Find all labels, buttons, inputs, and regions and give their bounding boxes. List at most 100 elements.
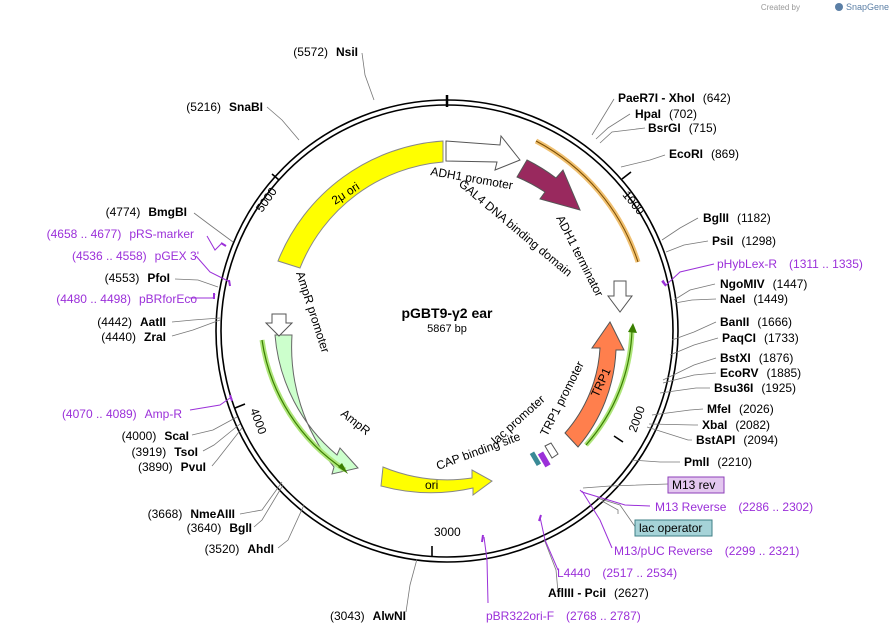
- label-adh1-terminator: ADH1 terminator: [553, 213, 606, 299]
- site-banii[interactable]: BanII(1666): [720, 315, 792, 329]
- site-bstxi[interactable]: BstXI(1876): [720, 351, 793, 365]
- svg-text:(4070 .. 4089)Amp-R: (4070 .. 4089)Amp-R: [62, 407, 182, 421]
- site-bmgbi[interactable]: (4774)BmgBI: [106, 205, 187, 219]
- plasmid-name: pGBT9-γ2 ear: [401, 305, 493, 321]
- svg-text:EcoRI(869): EcoRI(869): [669, 147, 739, 161]
- site-paer7i-xhoi[interactable]: PaeR7I - XhoI(642): [618, 91, 731, 105]
- svg-text:(3043)AlwNI: (3043)AlwNI: [330, 609, 406, 623]
- feature-trp1[interactable]: [564, 321, 625, 448]
- tick-1000: 1000: [620, 188, 648, 218]
- backbone-ticks: [234, 95, 632, 556]
- primer-pbr322ori-f[interactable]: pBR322ori-F(2768 .. 2787): [486, 609, 641, 623]
- feature-2u-ori[interactable]: [277, 140, 444, 269]
- feature-lac-promoter[interactable]: [537, 451, 551, 468]
- svg-text:(4442)AatII: (4442)AatII: [97, 315, 166, 329]
- snapgene-logo-icon: [835, 3, 843, 11]
- svg-text:M13/pUC Reverse(2299 .. 2321): M13/pUC Reverse(2299 .. 2321): [614, 544, 799, 558]
- site-ahdi[interactable]: (3520)AhdI: [205, 542, 274, 556]
- svg-text:MfeI(2026): MfeI(2026): [707, 402, 774, 416]
- svg-text:(3890)PvuI: (3890)PvuI: [138, 460, 206, 474]
- feature-box-lac-operator[interactable]: lac operator: [634, 519, 713, 537]
- label-ampr-promoter: AmpR promoter: [293, 270, 332, 355]
- feature-adh1-terminator[interactable]: [607, 280, 633, 313]
- svg-text:NgoMIV(1447): NgoMIV(1447): [720, 277, 807, 291]
- svg-text:(5572)NsiI: (5572)NsiI: [293, 45, 358, 59]
- site-nsii[interactable]: (5572)NsiI: [293, 45, 358, 59]
- site-zrai[interactable]: (4440)ZraI: [101, 330, 166, 344]
- feature-gal4-orf-line: [535, 140, 639, 263]
- svg-text:(4553)PfoI: (4553)PfoI: [105, 271, 170, 285]
- svg-text:(3668)NmeAIII: (3668)NmeAIII: [148, 507, 235, 521]
- feature-cap-binding-site[interactable]: [529, 451, 542, 467]
- svg-text:BanII(1666): BanII(1666): [720, 315, 792, 329]
- site-aatii[interactable]: (4442)AatII: [97, 315, 166, 329]
- svg-text:PaeR7I - XhoI(642): PaeR7I - XhoI(642): [618, 91, 731, 105]
- site-ecorv[interactable]: EcoRV(1885): [720, 366, 801, 380]
- label-ori: ori: [425, 478, 438, 492]
- site-mfei[interactable]: MfeI(2026): [707, 402, 774, 416]
- svg-text:PaqCI(1733): PaqCI(1733): [722, 331, 799, 345]
- svg-text:M13 rev: M13 rev: [672, 478, 715, 492]
- site-snabi[interactable]: (5216)SnaBI: [186, 100, 263, 114]
- svg-text:pBR322ori-F(2768 .. 2787): pBR322ori-F(2768 .. 2787): [486, 609, 641, 623]
- site-xbai[interactable]: XbaI(2082): [702, 418, 770, 432]
- primer-prs-marker[interactable]: (4658 .. 4677)pRS-marker: [47, 227, 194, 241]
- site-ecori[interactable]: EcoRI(869): [669, 147, 739, 161]
- primer-m13-reverse[interactable]: M13 Reverse(2286 .. 2302): [655, 500, 813, 514]
- feature-ampr[interactable]: [274, 334, 359, 475]
- primer-l4440[interactable]: L4440(2517 .. 2534): [557, 566, 677, 580]
- feature-gal4[interactable]: [516, 159, 581, 211]
- svg-text:M13 Reverse(2286 .. 2302): M13 Reverse(2286 .. 2302): [655, 500, 813, 514]
- credit-prefix: Created by: [761, 3, 800, 12]
- svg-text:PsiI(1298): PsiI(1298): [712, 234, 776, 248]
- site-alwni[interactable]: (3043)AlwNI: [330, 609, 406, 623]
- feature-ori[interactable]: [380, 466, 493, 496]
- site-hpai[interactable]: HpaI(702): [635, 107, 697, 121]
- svg-text:BsrGI(715): BsrGI(715): [648, 121, 717, 135]
- primer-phyblex-r[interactable]: pHybLex-R(1311 .. 1335): [717, 257, 863, 271]
- label-ampr: AmpR: [338, 406, 373, 438]
- site-pvui[interactable]: (3890)PvuI: [138, 460, 206, 474]
- site-paqci[interactable]: PaqCI(1733): [722, 331, 799, 345]
- trp1-orf-arrowhead: [628, 323, 637, 333]
- svg-text:(4440)ZraI: (4440)ZraI: [101, 330, 166, 344]
- site-bstapi[interactable]: BstAPI(2094): [696, 433, 778, 447]
- site-pfoi[interactable]: (4553)PfoI: [105, 271, 170, 285]
- site-bsrgi[interactable]: BsrGI(715): [648, 121, 717, 135]
- svg-text:XbaI(2082): XbaI(2082): [702, 418, 770, 432]
- feature-box-m13-rev[interactable]: M13 rev: [667, 476, 725, 494]
- site-tsoi[interactable]: (3919)TsoI: [132, 445, 198, 459]
- primer-pbrforeco[interactable]: (4480 .. 4498)pBRforEco: [56, 292, 197, 306]
- svg-text:PmlI(2210): PmlI(2210): [684, 455, 752, 469]
- svg-text:NaeI(1449): NaeI(1449): [720, 292, 788, 306]
- svg-text:(4658 .. 4677)pRS-marker: (4658 .. 4677)pRS-marker: [47, 227, 194, 241]
- leader-lines-right: [543, 98, 719, 593]
- primer-ticks: [213, 242, 667, 543]
- tick-3000: 3000: [434, 525, 461, 539]
- primer-m13-puc-reverse[interactable]: M13/pUC Reverse(2299 .. 2321): [614, 544, 799, 558]
- primer-pgex-3[interactable]: (4536 .. 4558)pGEX 3': [72, 249, 199, 263]
- site-bglii[interactable]: BglII(1182): [703, 211, 771, 225]
- feature-adh1-promoter[interactable]: [445, 134, 521, 171]
- site-pmli[interactable]: PmlI(2210): [684, 455, 752, 469]
- svg-text:(3520)AhdI: (3520)AhdI: [205, 542, 274, 556]
- svg-text:pHybLex-R(1311 .. 1335): pHybLex-R(1311 .. 1335): [717, 257, 863, 271]
- site-bsu36i[interactable]: Bsu36I(1925): [714, 381, 796, 395]
- svg-text:(4480 .. 4498)pBRforEco: (4480 .. 4498)pBRforEco: [56, 292, 197, 306]
- feature-trp1-promoter[interactable]: [544, 442, 559, 459]
- credit-brand: SnapGene: [846, 2, 889, 12]
- site-naei[interactable]: NaeI(1449): [720, 292, 788, 306]
- feature-ampr-promoter[interactable]: [264, 313, 294, 337]
- site-afliii-pcii[interactable]: AflIII - PciI(2627): [548, 586, 649, 600]
- site-ngomiv[interactable]: NgoMIV(1447): [720, 277, 807, 291]
- site-bgli[interactable]: (3640)BglI: [187, 521, 252, 535]
- site-psii[interactable]: PsiI(1298): [712, 234, 776, 248]
- svg-text:(3919)TsoI: (3919)TsoI: [132, 445, 198, 459]
- svg-text:BstAPI(2094): BstAPI(2094): [696, 433, 778, 447]
- site-scai[interactable]: (4000)ScaI: [122, 429, 189, 443]
- site-nmeaiii[interactable]: (3668)NmeAIII: [148, 507, 235, 521]
- primer-amp-r[interactable]: (4070 .. 4089)Amp-R: [62, 407, 182, 421]
- feature-ampr-orf-line: [261, 339, 346, 471]
- svg-text:Bsu36I(1925): Bsu36I(1925): [714, 381, 796, 395]
